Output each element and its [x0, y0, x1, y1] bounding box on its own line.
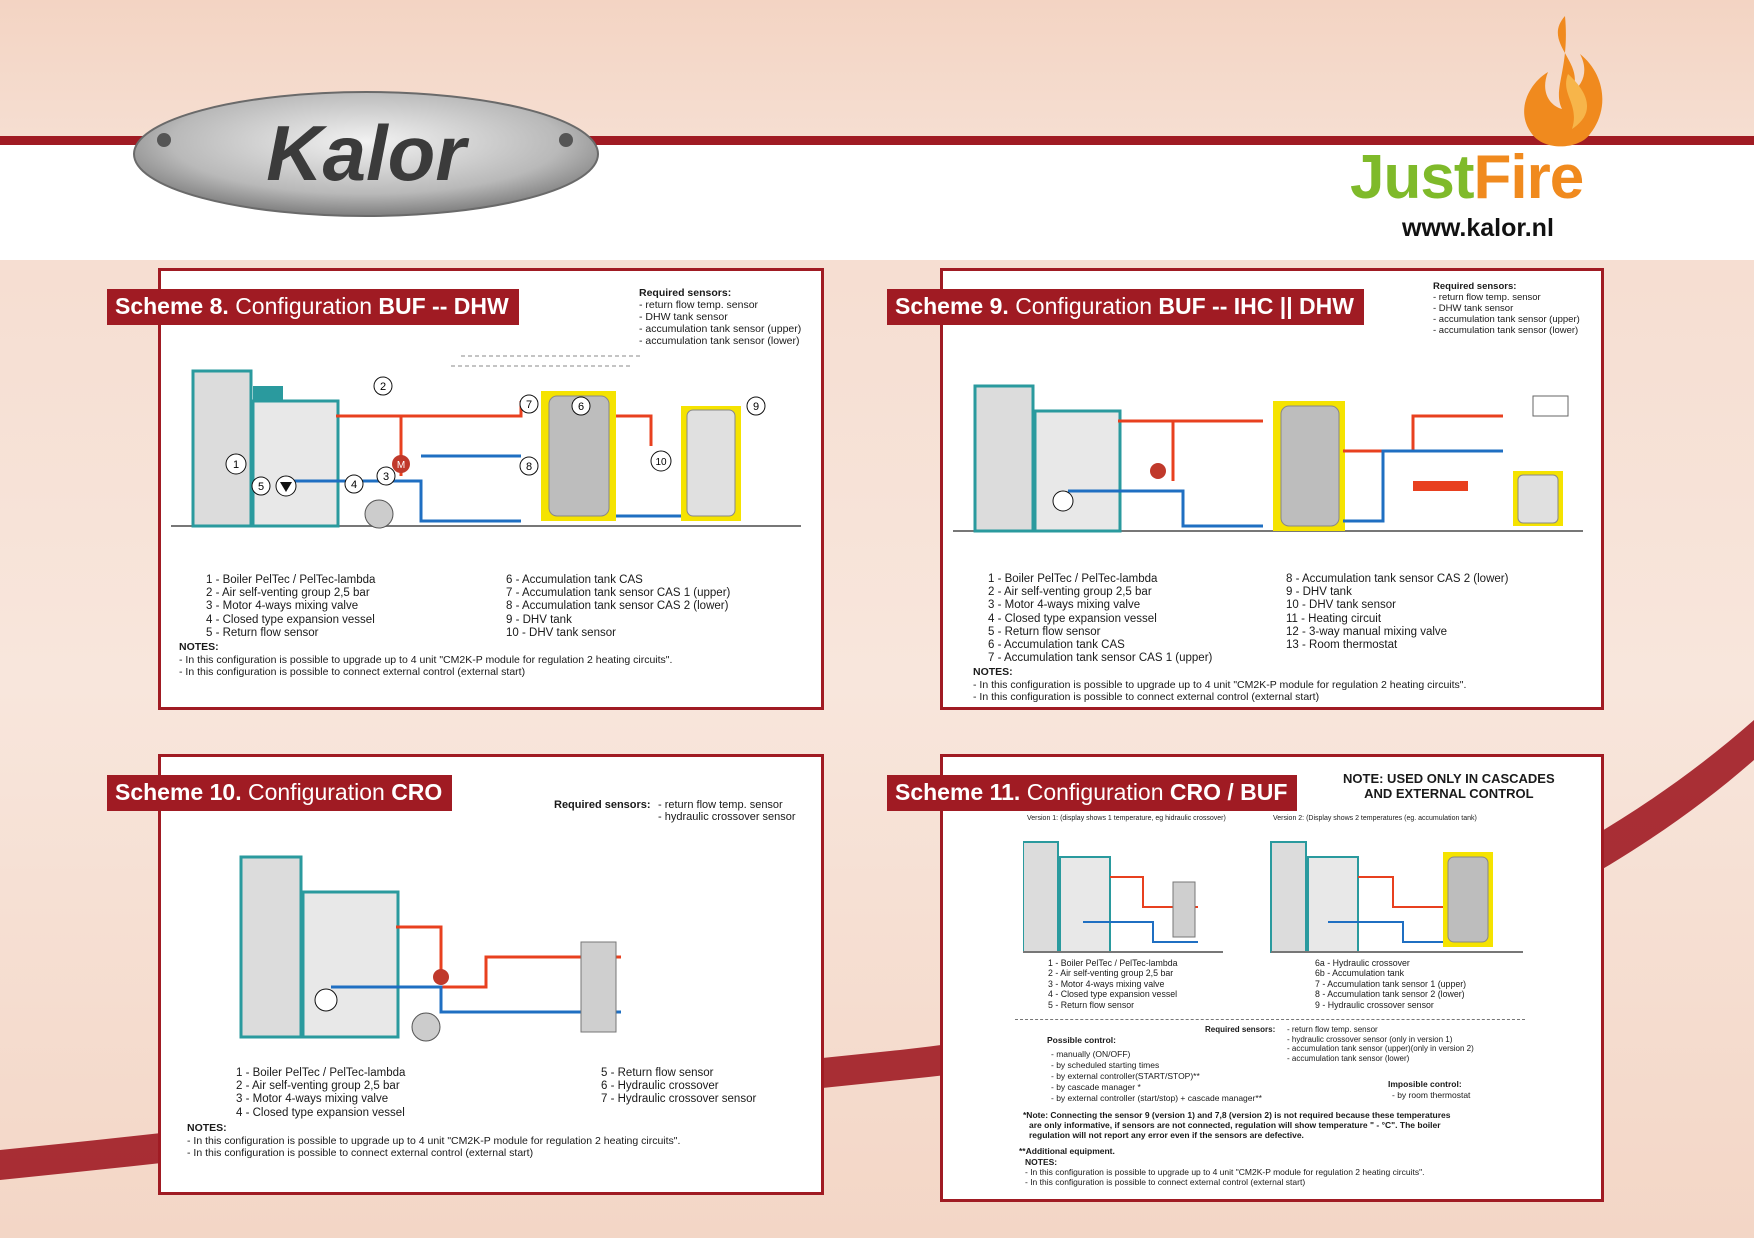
scheme-9-diagram [953, 384, 1583, 533]
scheme-10-notes: NOTES:- In this configuration is possibl… [187, 1122, 681, 1159]
logo-text: Kalor [266, 109, 469, 197]
scheme-11-panel: Scheme 11. Configuration CRO / BUF NOTE:… [887, 754, 1604, 1202]
scheme-9-title: Scheme 9. Configuration BUF -- IHC || DH… [887, 289, 1364, 325]
scheme-11-impossible-control: Imposible control: - by room thermostat [1388, 1079, 1471, 1100]
page-header: Kalor JustFire www.kalor.nl [0, 0, 1754, 260]
scheme-8-panel: Scheme 8. Configuration BUF -- DHW Requi… [107, 268, 824, 710]
svg-text:6: 6 [578, 401, 584, 413]
justfire-logo: JustFire www.kalor.nl [1340, 14, 1670, 244]
scheme-10-required-sensors: Required sensors: - return flow temp. se… [554, 799, 796, 823]
scheme-11-notes: NOTES:- In this configuration is possibl… [1025, 1157, 1425, 1188]
website-url[interactable]: www.kalor.nl [1402, 214, 1554, 242]
justfire-wordmark: JustFire [1350, 142, 1584, 213]
flame-icon [1524, 16, 1603, 147]
scheme-11-diagram [1023, 841, 1523, 953]
scheme-11-star-note: *Note: Connecting the sensor 9 (version … [1023, 1110, 1451, 1141]
svg-text:5: 5 [258, 481, 264, 493]
svg-text:M: M [397, 460, 405, 471]
scheme-8-required-sensors: Required sensors: - return flow temp. se… [639, 287, 802, 347]
svg-text:2: 2 [380, 381, 386, 393]
kalor-logo: Kalor [130, 88, 602, 220]
justfire-just: Just [1350, 143, 1474, 212]
scheme-9-required-sensors: Required sensors: - return flow temp. se… [1433, 281, 1580, 336]
scheme-9-legend-right: 8 - Accumulation tank sensor CAS 2 (lowe… [1286, 573, 1509, 652]
scheme-11-required: Required sensors: - return flow temp. se… [1205, 1025, 1474, 1063]
version-2-label: Version 2: (Display shows 2 temperatures… [1273, 815, 1477, 822]
svg-text:4: 4 [351, 479, 357, 491]
version-1-label: Version 1: (display shows 1 temperature,… [1027, 815, 1226, 822]
scheme-11-additional: **Additional equipment. [1019, 1146, 1115, 1156]
svg-text:10: 10 [655, 457, 667, 468]
scheme-10-panel: Scheme 10. Configuration CRO Required se… [107, 754, 824, 1195]
svg-text:8: 8 [526, 461, 532, 473]
scheme-8-title: Scheme 8. Configuration BUF -- DHW [107, 289, 519, 325]
svg-text:9: 9 [753, 401, 759, 413]
header-stripe [0, 0, 1754, 260]
scheme-10-title: Scheme 10. Configuration CRO [107, 775, 453, 811]
svg-text:1: 1 [233, 459, 239, 471]
scheme-8-diagram: M 1 2 3 4 5 6 7 8 9 10 [171, 355, 801, 529]
scheme-9-panel: Scheme 9. Configuration BUF -- IHC || DH… [887, 268, 1604, 710]
scheme-11-title: Scheme 11. Configuration CRO / BUF [887, 775, 1298, 811]
scheme-11-possible-control: Possible control: - manually (ON/OFF)- b… [1047, 1035, 1262, 1103]
scheme-11-divider [1015, 1019, 1525, 1020]
scheme-10-diagram [239, 855, 621, 1042]
svg-text:3: 3 [383, 471, 389, 483]
scheme-8-notes: NOTES:- In this configuration is possibl… [179, 641, 673, 678]
scheme-9-notes: NOTES:- In this configuration is possibl… [973, 666, 1467, 703]
svg-text:7: 7 [526, 399, 532, 411]
justfire-fire: Fire [1473, 143, 1584, 212]
